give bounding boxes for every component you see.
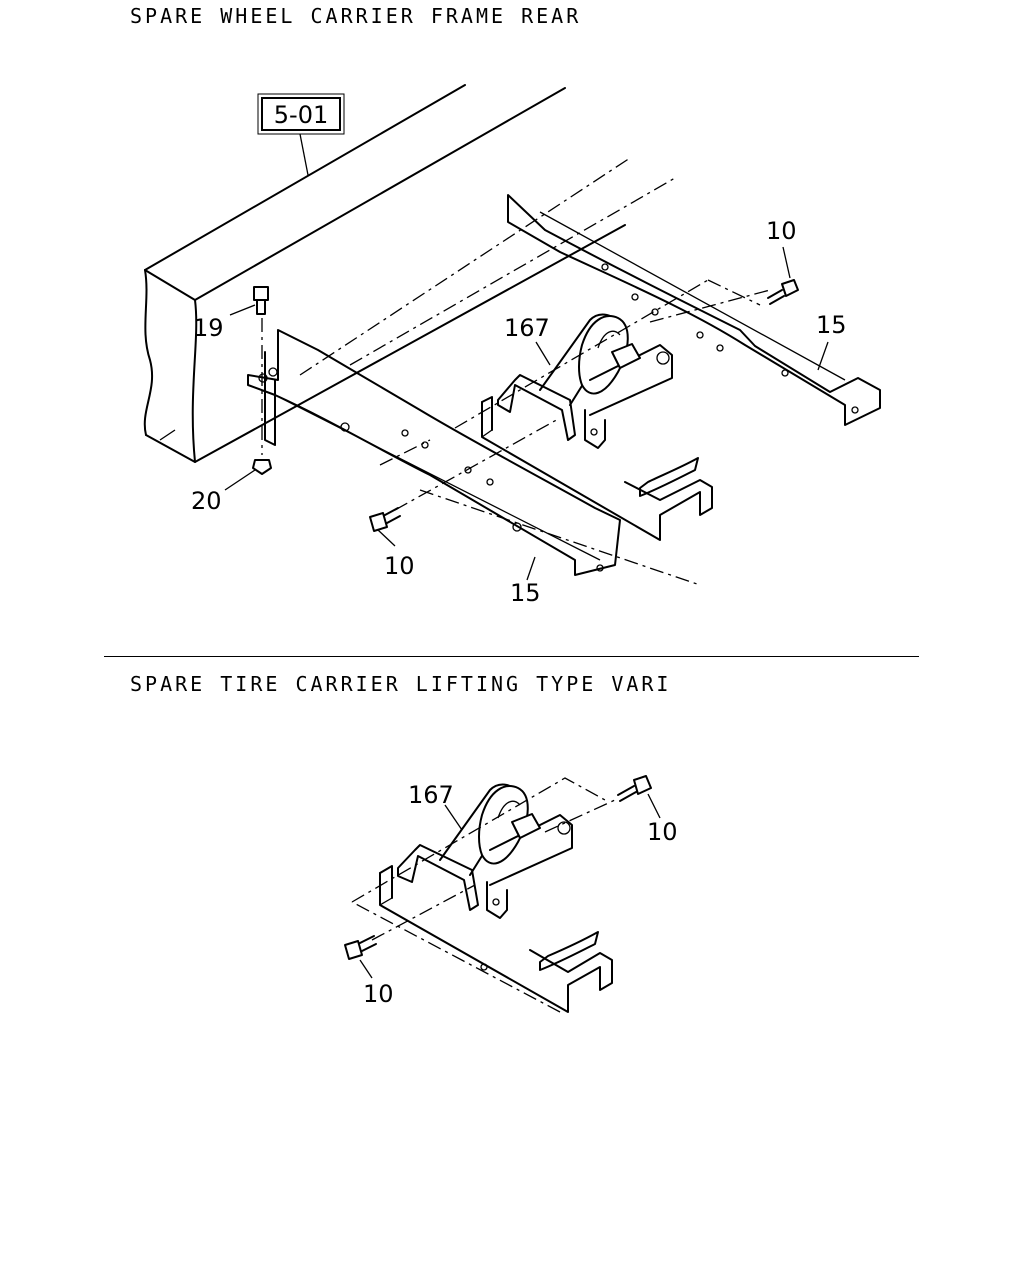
callout-10-left-2: 10	[363, 980, 394, 1008]
callout-167: 167	[504, 314, 550, 342]
leader-lines-section-1	[224, 246, 829, 581]
bolt-10-upper	[767, 279, 799, 305]
bolt-10-right-2	[617, 775, 652, 802]
callout-15-right: 15	[816, 311, 847, 339]
bolt-10-left-2	[344, 935, 377, 960]
leader-lines-section-2	[359, 793, 661, 979]
bolt-19	[253, 286, 269, 455]
carrier-channel-2	[379, 865, 613, 1013]
reference-box-label: 5-01	[274, 101, 328, 129]
cross-member-left	[247, 329, 621, 576]
reference-box-5-01: 5-01	[257, 93, 345, 176]
callout-167-2: 167	[408, 781, 454, 809]
callout-10-upper: 10	[766, 217, 797, 245]
chassis-frame-rail	[143, 84, 676, 463]
cross-member-right	[507, 194, 881, 426]
nut-20	[252, 459, 272, 475]
section-title-lifting-type: SPARE TIRE CARRIER LIFTING TYPE VARI	[130, 672, 672, 696]
section-divider	[104, 656, 919, 657]
winch-assembly-167-2	[397, 783, 573, 919]
callout-10-lower: 10	[384, 552, 415, 580]
section-title-frame-rear: SPARE WHEEL CARRIER FRAME REAR	[130, 4, 582, 28]
carrier-channel	[481, 396, 713, 541]
bolt-10-lower	[369, 507, 401, 532]
callout-20: 20	[191, 487, 222, 515]
winch-assembly-167	[497, 313, 673, 449]
frame-bracket-plate	[258, 351, 278, 446]
assembly-lines-section-1	[379, 279, 771, 586]
assembly-lines-section-2	[351, 777, 616, 1013]
callout-15-left: 15	[510, 579, 541, 607]
callout-19: 19	[193, 314, 224, 342]
callout-10-right-2: 10	[647, 818, 678, 846]
